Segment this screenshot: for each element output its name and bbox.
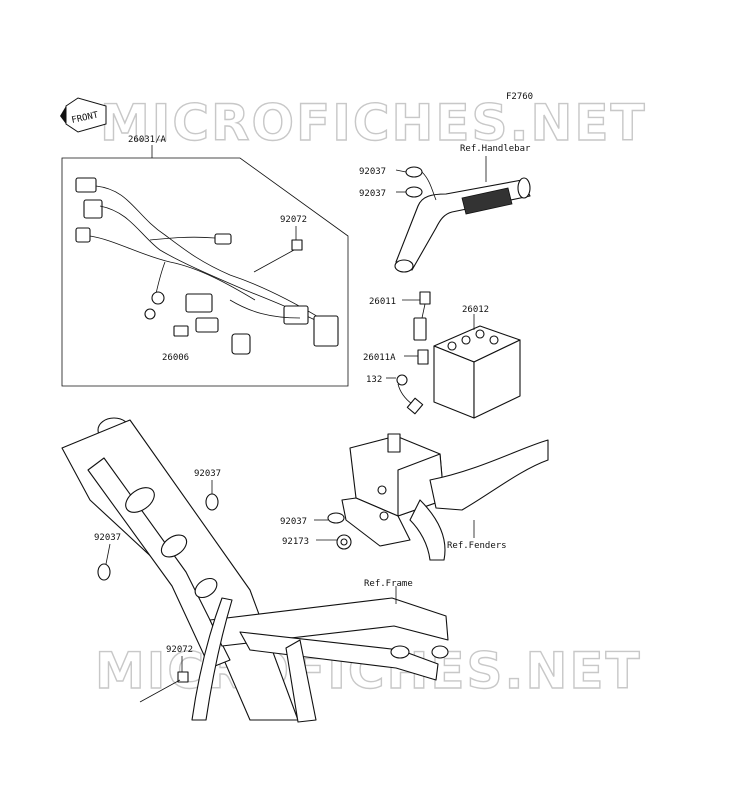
ref-fenders-label: Ref.Fenders [447,541,507,551]
part-label-clamp-frame-1: 92037 [194,469,221,479]
part-label-battery: 26012 [462,305,489,315]
part-label-bolt: 132 [366,375,382,385]
part-label-harness-sub: 26006 [162,353,189,363]
relay-26011a [404,349,429,365]
rear-fender [409,439,549,561]
handlebar [394,156,531,273]
battery-case [341,433,445,547]
cable-tie-lower [139,656,189,703]
clamp-fender [314,512,345,524]
cable-tie-upper [253,226,303,273]
part-label-relay-sub: 26011A [363,353,396,363]
watermark-top: MICROFICHES.NET [100,94,647,152]
part-label-clamp-bar-2: 92037 [359,189,386,199]
clamp-handlebar-1 [395,166,423,178]
part-label-tie-lower: 92072 [166,645,193,655]
clamp-frame-2 [97,543,111,581]
wiring-harness [75,177,339,355]
frame [61,417,449,723]
front-arrow-icon: FRONT [60,97,107,133]
part-label-clip-fender: 92173 [282,537,309,547]
part-label-clamp-fender: 92037 [280,517,307,527]
part-label-clamp-bar-1: 92037 [359,167,386,177]
harness-group-box [61,145,349,387]
clamp-handlebar-2 [396,186,423,198]
diagram-code: F2760 [506,92,533,102]
ref-handlebar-label: Ref.Handlebar [460,144,531,154]
part-label-harness: 26031/A [128,135,167,145]
part-label-clamp-frame-2: 92037 [94,533,121,543]
bolt-132 [386,374,424,415]
clip-fender-92173 [316,534,352,550]
clamp-frame-1 [205,480,219,511]
ref-frame-label: Ref.Frame [364,579,413,589]
relay-26011 [402,291,431,341]
part-label-relay: 26011 [369,297,396,307]
battery-26012 [433,314,521,419]
part-label-tie-upper: 92072 [280,215,307,225]
